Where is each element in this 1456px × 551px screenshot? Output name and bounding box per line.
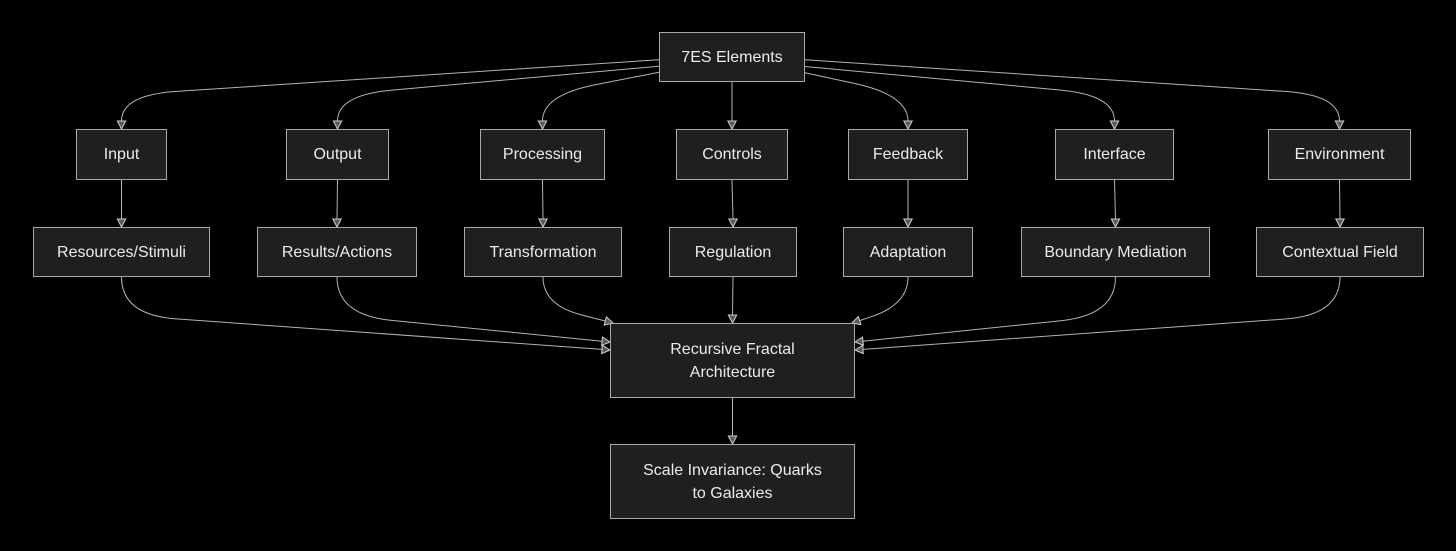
edge-line bbox=[862, 276, 1116, 342]
edge-line bbox=[336, 179, 338, 220]
arrowhead-icon bbox=[1334, 120, 1345, 131]
arrowhead-icon bbox=[537, 218, 549, 229]
edge-line bbox=[542, 71, 660, 122]
arrowhead-icon bbox=[902, 218, 914, 229]
node-transformation: Transformation bbox=[464, 227, 622, 277]
node-label: Boundary Mediation bbox=[1044, 243, 1187, 261]
arrowhead-icon bbox=[726, 120, 738, 131]
node-label: Adaptation bbox=[869, 243, 947, 261]
node-interface: Interface bbox=[1055, 129, 1174, 180]
arrowhead-icon bbox=[1109, 120, 1120, 131]
edge-line bbox=[731, 179, 734, 220]
node-contextual-field: Contextual Field bbox=[1256, 227, 1424, 277]
edge-line bbox=[732, 276, 734, 316]
arrowhead-icon bbox=[116, 218, 127, 229]
node-label: Interface bbox=[1083, 146, 1146, 163]
edge-line bbox=[336, 276, 603, 342]
node-label: Results/Actions bbox=[281, 243, 393, 261]
node-label: Transformation bbox=[489, 243, 597, 261]
edge-line bbox=[337, 65, 660, 122]
arrowhead-icon bbox=[727, 218, 739, 229]
node-feedback: Feedback bbox=[848, 129, 968, 180]
arrowhead-icon bbox=[601, 336, 612, 347]
node-label: Input bbox=[103, 146, 140, 163]
node-label: Output bbox=[313, 146, 362, 163]
edge-line bbox=[862, 276, 1341, 350]
node-label: Environment bbox=[1294, 146, 1385, 163]
node-boundary-mediation: Boundary Mediation bbox=[1021, 227, 1210, 277]
node-adaptation: Adaptation bbox=[843, 227, 973, 277]
edge-line bbox=[1114, 179, 1116, 220]
node-controls: Controls bbox=[676, 129, 788, 180]
edge-line bbox=[804, 59, 1340, 122]
arrowhead-icon bbox=[601, 344, 612, 355]
arrowhead-icon bbox=[1110, 218, 1121, 229]
edge-line bbox=[804, 66, 1115, 122]
edge-line bbox=[542, 179, 544, 220]
arrowhead-icon bbox=[853, 336, 864, 347]
node-resources-stimuli: Resources/Stimuli bbox=[33, 227, 210, 277]
arrowhead-icon bbox=[537, 120, 548, 131]
edge-line bbox=[859, 276, 909, 322]
arrowhead-icon bbox=[853, 344, 864, 355]
arrowhead-icon bbox=[331, 218, 343, 229]
node-output: Output bbox=[286, 129, 389, 180]
node-regulation: Regulation bbox=[669, 227, 797, 277]
arrowhead-icon bbox=[116, 120, 127, 131]
node-label: Feedback bbox=[872, 146, 944, 163]
node-label: Regulation bbox=[694, 243, 772, 261]
edge-line bbox=[121, 59, 660, 122]
node-label: Contextual Field bbox=[1282, 243, 1398, 261]
node-label: Controls bbox=[702, 146, 762, 163]
node-label: Resources/Stimuli bbox=[57, 243, 186, 261]
arrowhead-icon bbox=[1334, 218, 1346, 229]
node-7es-elements: 7ES Elements bbox=[659, 32, 805, 82]
node-label: 7ES Elements bbox=[681, 48, 783, 66]
edge-line bbox=[804, 72, 909, 122]
edge-line bbox=[121, 276, 603, 350]
edge-line bbox=[542, 276, 606, 322]
arrowhead-icon bbox=[727, 314, 738, 325]
arrowhead-icon bbox=[902, 120, 914, 131]
node-environment: Environment bbox=[1268, 129, 1411, 180]
node-results-actions: Results/Actions bbox=[257, 227, 417, 277]
node-processing: Processing bbox=[480, 129, 605, 180]
node-input: Input bbox=[76, 129, 167, 180]
node-label: Processing bbox=[502, 146, 583, 163]
edge-line bbox=[1339, 179, 1341, 220]
arrowhead-icon bbox=[332, 120, 343, 131]
arrowhead-icon bbox=[727, 435, 738, 446]
